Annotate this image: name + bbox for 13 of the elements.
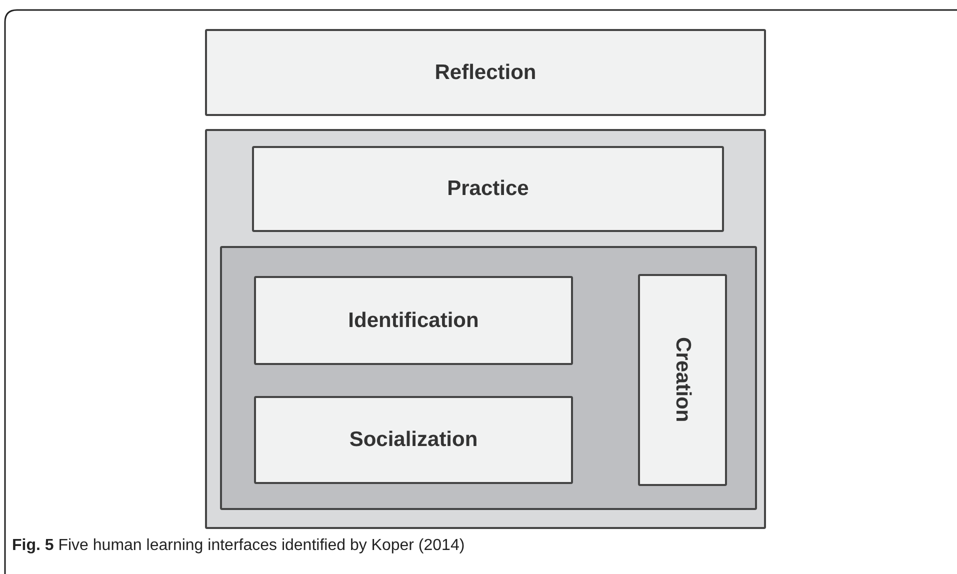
interface-box: [254, 396, 573, 484]
interface-box: [254, 276, 573, 365]
figure-caption: Fig. 5 Five human learning interfaces identified by Koper (2014): [12, 537, 465, 555]
box-label: Practice: [447, 177, 529, 201]
group-box: [205, 129, 766, 529]
interface-box: [252, 146, 724, 232]
group-box: [220, 246, 757, 510]
box-label: Identification: [348, 308, 479, 332]
box-label: Reflection: [434, 60, 536, 84]
box-label: Socialization: [349, 428, 478, 452]
interface-box: [205, 29, 766, 116]
box-label: Creation: [670, 337, 694, 423]
interface-box: [638, 274, 727, 486]
